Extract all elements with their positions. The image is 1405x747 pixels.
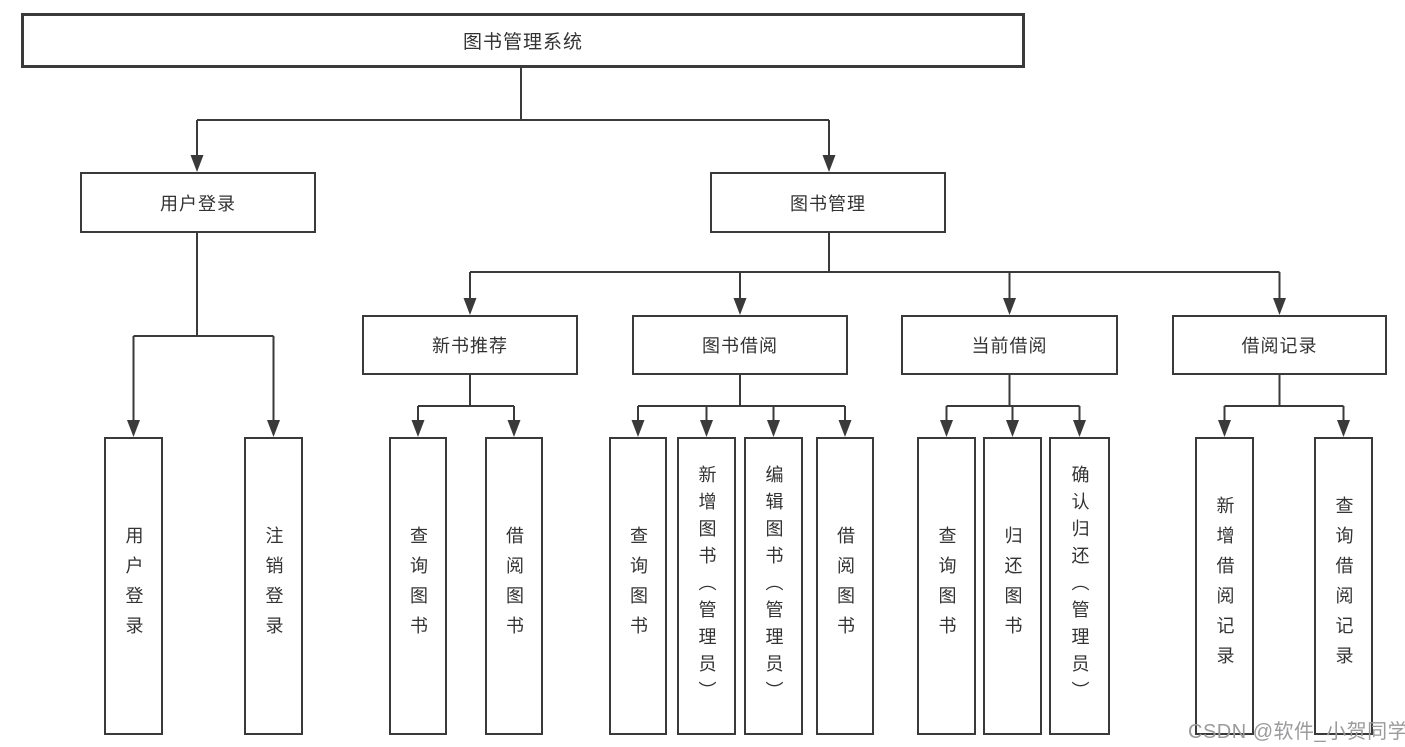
node-label: 图书管理系统 <box>462 32 583 53</box>
node-book-management: 图书管理 <box>710 172 946 233</box>
leaf-query-book-newrec: 查询图书 <box>389 437 447 735</box>
node-label: 归还图书 <box>1002 526 1023 646</box>
node-label: 查询借阅记录 <box>1333 496 1354 676</box>
node-label: 借阅图书 <box>504 526 524 646</box>
node-label: 图书管理 <box>790 193 866 214</box>
leaf-add-borrow-record: 新增借阅记录 <box>1195 437 1254 735</box>
node-label: 查询图书 <box>628 526 648 646</box>
node-label: 用户登录 <box>160 193 236 214</box>
leaf-query-borrow-record: 查询借阅记录 <box>1314 437 1373 735</box>
node-user-login: 用户登录 <box>80 172 316 233</box>
node-label: 借阅记录 <box>1241 336 1318 356</box>
node-book-borrow: 图书借阅 <box>632 315 848 375</box>
leaf-query-book-borrow: 查询图书 <box>609 437 667 735</box>
node-label: 图书借阅 <box>702 336 778 356</box>
node-label: 查询图书 <box>936 526 957 646</box>
leaf-query-book-current: 查询图书 <box>917 437 976 735</box>
node-new-book-recommend: 新书推荐 <box>362 315 578 375</box>
node-label: 新增借阅记录 <box>1214 496 1235 676</box>
node-label: 当前借阅 <box>971 336 1048 356</box>
node-label: 编辑图书（管理员） <box>763 464 784 708</box>
node-label: 用户登录 <box>123 526 144 646</box>
leaf-add-book-admin: 新增图书（管理员） <box>677 437 736 735</box>
leaf-borrow-book-newrec: 借阅图书 <box>485 437 543 735</box>
node-label: 借阅图书 <box>835 526 855 646</box>
node-borrow-record: 借阅记录 <box>1172 315 1387 375</box>
node-current-borrow: 当前借阅 <box>901 315 1118 375</box>
node-label: 新增图书（管理员） <box>696 464 717 708</box>
leaf-return-book: 归还图书 <box>983 437 1042 735</box>
leaf-edit-book-admin: 编辑图书（管理员） <box>744 437 803 735</box>
node-label: 新书推荐 <box>432 336 508 356</box>
leaf-confirm-return-admin: 确认归还（管理员） <box>1049 437 1110 735</box>
node-library-management-system: 图书管理系统 <box>21 13 1025 68</box>
node-label: 确认归还（管理员） <box>1069 464 1090 708</box>
leaf-borrow-book-borrow: 借阅图书 <box>816 437 874 735</box>
node-label: 注销登录 <box>263 526 284 646</box>
leaf-logout-login: 注销登录 <box>244 437 303 735</box>
node-label: 查询图书 <box>408 526 428 646</box>
csdn-watermark: CSDN @软件_小贺同学 <box>1188 721 1405 743</box>
leaf-user-login: 用户登录 <box>104 437 163 735</box>
